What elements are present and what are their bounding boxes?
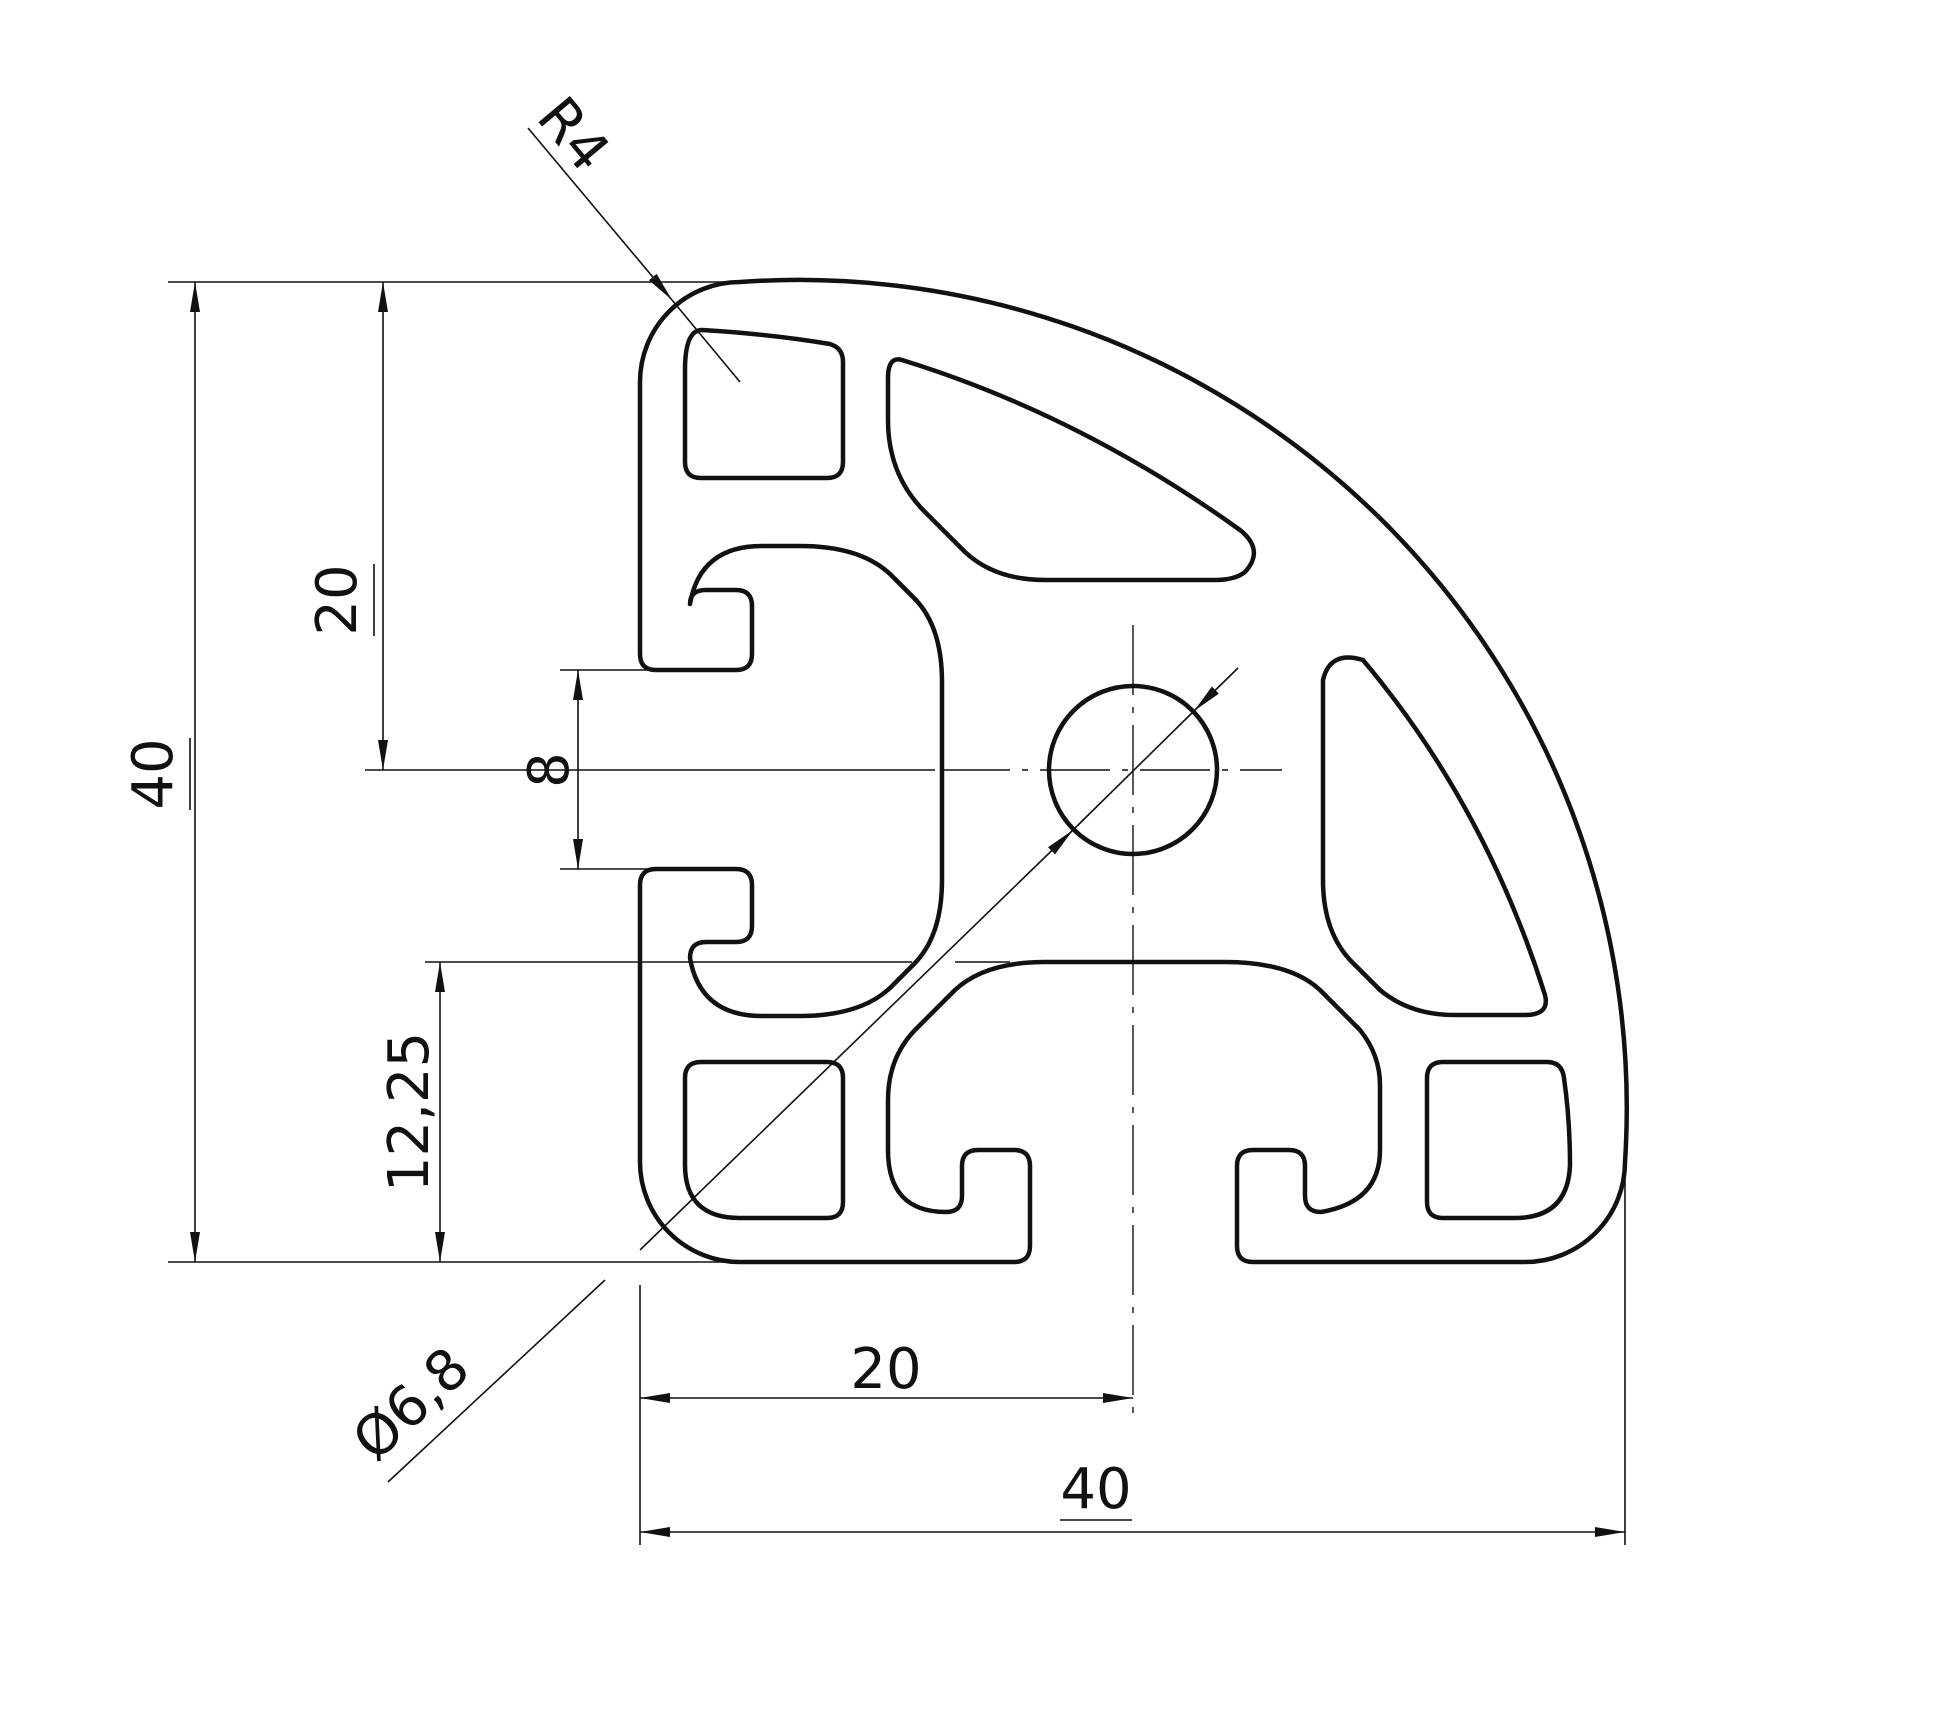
leader-diameter-outer xyxy=(1193,667,1239,712)
dim-text-r4: R4 xyxy=(524,85,622,184)
leader-r4-extension xyxy=(671,299,741,383)
cavity-right-arch xyxy=(1320,655,1549,1018)
dim-text-40-horizontal: 40 xyxy=(1060,1457,1131,1522)
profile-outer-contour xyxy=(637,277,1629,1265)
cavity-bottom-left xyxy=(682,1059,846,1221)
dim-text-diameter: Ø6,8 xyxy=(341,1335,483,1473)
cavity-bottom-right xyxy=(1424,1059,1573,1221)
leader-r4 xyxy=(527,127,673,301)
cavity-top-left xyxy=(682,327,846,481)
dim-text-20-vertical: 20 xyxy=(305,564,370,635)
leader-diameter-lower xyxy=(387,1279,606,1483)
leader-diameter-main xyxy=(639,829,1074,1251)
dim-text-8: 8 xyxy=(517,752,582,788)
dim-text-20-horizontal: 20 xyxy=(850,1337,921,1402)
cavity-upper-arch xyxy=(885,357,1256,583)
leader-diameter-inside xyxy=(1072,710,1195,831)
dim-text-12-25: 12,25 xyxy=(377,1032,442,1192)
dim-text-40-vertical: 40 xyxy=(121,738,186,809)
